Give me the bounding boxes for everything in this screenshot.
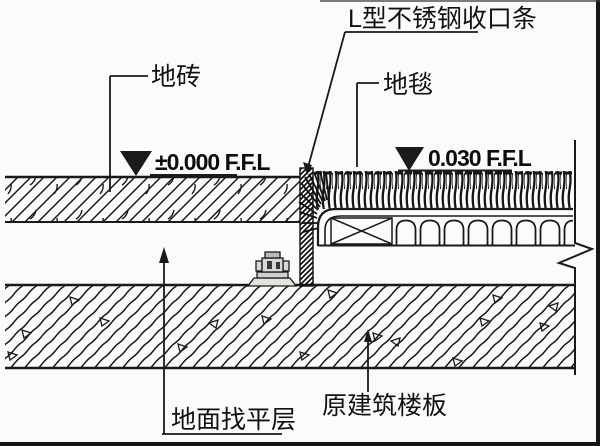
level-marker-carpet: 0.030 F.F.L (395, 145, 533, 172)
l-trim-strip (299, 167, 314, 287)
aggregate-marks (7, 289, 559, 368)
structural-slab-layer (5, 283, 575, 370)
carpet-layer (298, 170, 575, 247)
level-marker-tile: ±0.000 F.F.L (120, 149, 271, 176)
carpet-underlay (318, 215, 575, 247)
slab-arrowhead (364, 329, 372, 342)
break-line (556, 140, 595, 375)
tile-callout: 地砖 (109, 63, 201, 192)
screed-label: 地面找平层 (171, 406, 296, 434)
carpet-label: 地毯 (383, 71, 433, 99)
tile-ffl-text: ±0.000 F.F.L (155, 149, 270, 175)
trim-strip-callout: L型不锈钢收口条 (303, 5, 537, 175)
tile-floor-layer (5, 175, 300, 223)
tile-label: 地砖 (151, 63, 201, 91)
slab-callout: 原建筑楼板 (322, 329, 447, 420)
leader-arrowhead (303, 162, 312, 175)
slab-label: 原建筑楼板 (322, 392, 447, 420)
anchor-bolt (246, 251, 298, 287)
carpet-backing (316, 207, 573, 246)
screed-arrowhead (159, 247, 169, 263)
carpet-callout: 地毯 (356, 71, 433, 167)
trim-strip-label: L型不锈钢收口条 (348, 5, 537, 33)
screed-callout: 地面找平层 (159, 247, 296, 435)
carpet-ffl-text: 0.030 F.F.L (428, 145, 532, 171)
